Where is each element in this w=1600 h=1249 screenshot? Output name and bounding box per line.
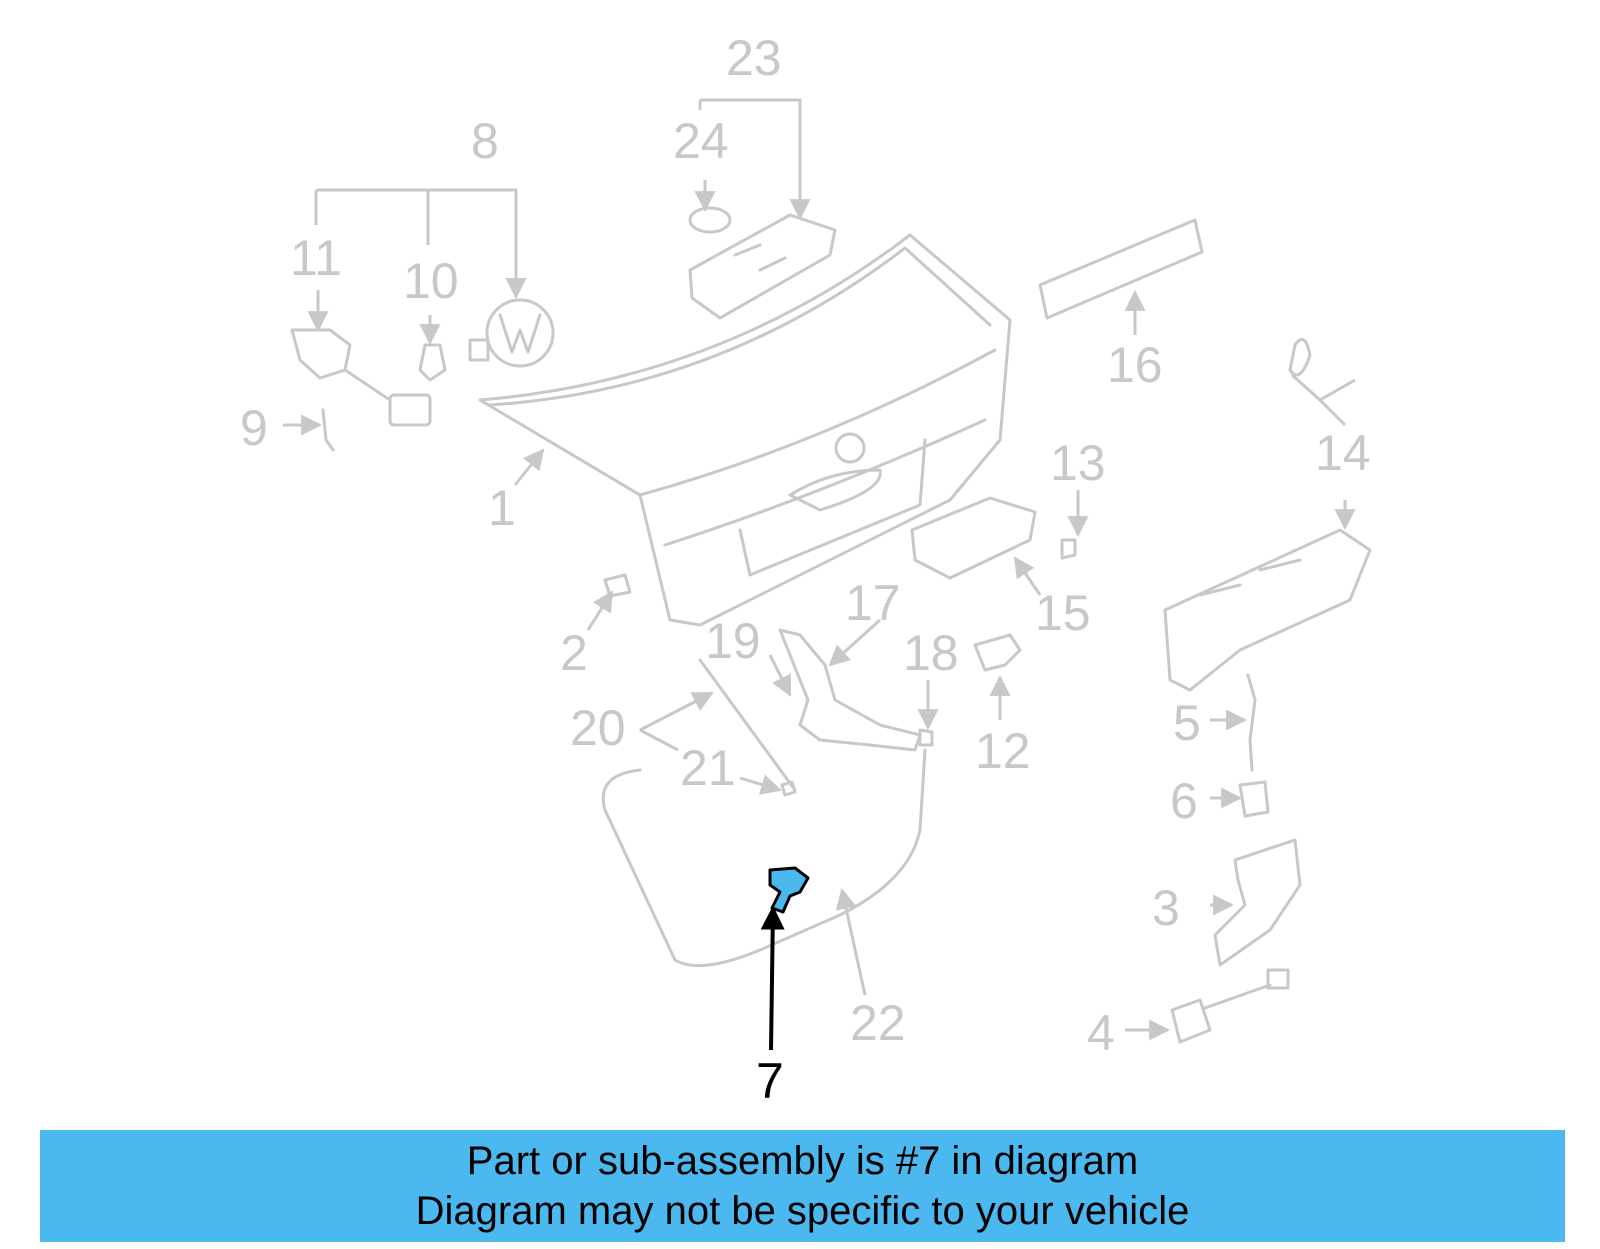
callout-17: 17 <box>845 575 901 631</box>
emblem-part <box>468 298 555 368</box>
callout-8: 8 <box>471 113 499 169</box>
clip-21-part <box>780 780 797 797</box>
callout-10: 10 <box>403 253 459 309</box>
leader-7 <box>760 905 785 1051</box>
callout-13: 13 <box>1050 435 1106 491</box>
rod-5-part <box>1246 673 1257 772</box>
callout-5: 5 <box>1173 695 1201 751</box>
callout-15: 15 <box>1035 585 1091 641</box>
latch-3-part <box>1213 838 1302 967</box>
callout-9: 9 <box>240 400 268 456</box>
lamp-part <box>688 206 837 320</box>
bumper-2-part <box>603 573 632 598</box>
cable-4-part <box>1170 968 1290 1044</box>
rod-9-part <box>321 408 335 452</box>
part-info-banner: Part or sub-assembly is #7 in diagram Di… <box>40 1130 1565 1242</box>
callout-12: 12 <box>975 723 1031 779</box>
banner-line-2: Diagram may not be specific to your vehi… <box>415 1189 1190 1233</box>
callout-4: 4 <box>1087 1005 1115 1061</box>
callout-22: 22 <box>850 995 906 1051</box>
banner-line-1: Part or sub-assembly is #7 in diagram <box>466 1139 1139 1183</box>
callout-19: 19 <box>705 613 761 669</box>
leader-lines <box>283 98 1356 1051</box>
callout-1: 1 <box>488 480 516 536</box>
callout-11: 11 <box>290 230 342 286</box>
callout-16: 16 <box>1107 337 1163 393</box>
callout-23: 23 <box>726 30 782 86</box>
clip-18-part <box>918 728 934 747</box>
lamp-15-part <box>910 496 1037 580</box>
callout-3: 3 <box>1152 880 1180 936</box>
parts-diagram: 23 24 8 11 10 9 1 16 13 14 15 17 18 19 2… <box>240 30 1372 1109</box>
seal-22-part <box>601 748 927 968</box>
latch-cover-part <box>1163 337 1372 692</box>
buffer-12-part <box>973 633 1022 672</box>
callout-6: 6 <box>1170 773 1198 829</box>
strip-16-part <box>1038 218 1204 320</box>
callout-7: 7 <box>756 1053 784 1109</box>
strut-20-part <box>698 658 797 792</box>
bracket-7-part <box>768 866 810 914</box>
callout-18: 18 <box>903 625 959 681</box>
callout-labels: 23 24 8 11 10 9 1 16 13 14 15 17 18 19 2… <box>240 30 1371 1109</box>
lock-cylinder-part <box>290 328 432 427</box>
callout-21: 21 <box>680 740 736 796</box>
clip-6-part <box>1238 780 1270 818</box>
callout-14: 14 <box>1315 425 1371 481</box>
bulb-13-part <box>1060 538 1077 560</box>
hinge-17-part <box>778 628 922 752</box>
trunk-lid-part <box>478 233 1012 627</box>
callout-20: 20 <box>570 700 626 756</box>
callout-24: 24 <box>673 113 729 169</box>
callout-2: 2 <box>560 625 588 681</box>
clip-10-part <box>418 343 447 382</box>
